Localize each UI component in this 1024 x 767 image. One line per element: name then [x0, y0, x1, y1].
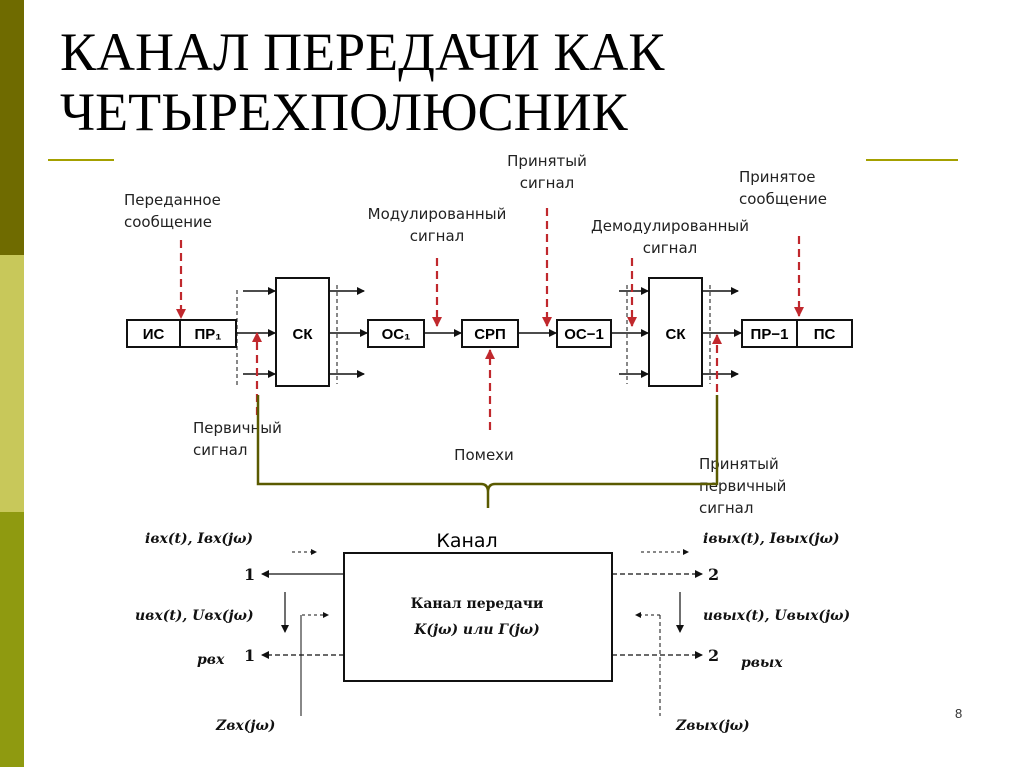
label-demodulated-signal-1: Демодулированный [591, 217, 749, 235]
block-sk1-label: СК [293, 326, 314, 343]
block-pr1-label: ПР₁ [195, 326, 222, 343]
label-transmitted-message-1: Переданное [124, 191, 221, 209]
label-received-message-1: Принятое [739, 168, 816, 186]
left-impedance-label: Zвх(jω) [215, 718, 275, 734]
label-modulated-signal-1: Модулированный [368, 205, 507, 223]
right-terminal-bottom: 2 [708, 646, 719, 665]
four-pole-box [343, 552, 613, 682]
block-sk2-label: СК [666, 326, 687, 343]
block-ps-label: ПС [814, 326, 836, 343]
block-is: ИС [126, 319, 181, 348]
four-pole-transfer: K(jω) или Г(jω) [413, 622, 539, 638]
label-received-primary-2: первичный [699, 477, 786, 495]
block-pr-inverse: ПР−1 [741, 319, 798, 348]
label-modulated-signal-2: сигнал [410, 227, 464, 245]
block-pr-inverse-label: ПР−1 [751, 326, 789, 343]
label-received-primary-1: Принятый [699, 455, 779, 473]
block-os-inverse-label: ОС−1 [564, 326, 604, 343]
block-is-label: ИС [143, 326, 165, 343]
label-received-signal-1: Принятый [507, 152, 587, 170]
side-band-middle [0, 255, 24, 512]
block-sk2: СК [648, 277, 703, 387]
label-channel: Канал [436, 530, 497, 552]
left-voltage-label: uвх(t), Uвх(jω) [135, 608, 254, 624]
page-number: 8 [955, 706, 963, 721]
block-os1-label: ОС₁ [382, 326, 411, 343]
block-pr1: ПР₁ [179, 319, 237, 348]
label-received-message-2: сообщение [739, 190, 827, 208]
label-demodulated-signal-2: сигнал [643, 239, 697, 257]
channel-bracket [256, 395, 719, 508]
label-received-primary-3: сигнал [699, 499, 753, 517]
side-band-top [0, 0, 24, 255]
title-rule-left [48, 159, 114, 161]
block-os-inverse: ОС−1 [556, 319, 612, 348]
block-ps: ПС [796, 319, 853, 348]
title-line-2: ЧЕТЫРЕХПОЛЮСНИК [60, 82, 628, 142]
right-voltage-label: uвых(t), Uвых(jω) [703, 608, 850, 624]
block-os1: ОС₁ [367, 319, 425, 348]
left-current-label: iвх(t), Iвх(jω) [145, 531, 253, 547]
label-primary-signal-2: сигнал [193, 441, 247, 459]
block-sk1: СК [275, 277, 330, 387]
block-srp: СРП [461, 319, 519, 348]
side-band-bottom [0, 512, 24, 767]
right-current-label: iвых(t), Iвых(jω) [703, 531, 840, 547]
right-terminal-top: 2 [708, 565, 719, 584]
label-primary-signal-1: Первичный [193, 419, 282, 437]
right-impedance-label: Zвых(jω) [675, 718, 750, 734]
title-line-1: КАНАЛ ПЕРЕДАЧИ КАК [60, 22, 665, 82]
label-transmitted-message-2: сообщение [124, 213, 212, 231]
left-power-label: pвх [197, 652, 225, 668]
label-received-signal-2: сигнал [520, 174, 574, 192]
block-srp-label: СРП [474, 326, 506, 343]
label-noise: Помехи [454, 446, 514, 464]
left-terminal-top: 1 [244, 565, 255, 584]
left-terminal-bottom: 1 [244, 646, 255, 665]
title-rule-right [866, 159, 958, 161]
right-power-label: pвых [741, 655, 783, 671]
slide-title: КАНАЛ ПЕРЕДАЧИ КАК ЧЕТЫРЕХПОЛЮСНИК [60, 22, 664, 142]
four-pole-title: Канал передачи [411, 596, 544, 612]
